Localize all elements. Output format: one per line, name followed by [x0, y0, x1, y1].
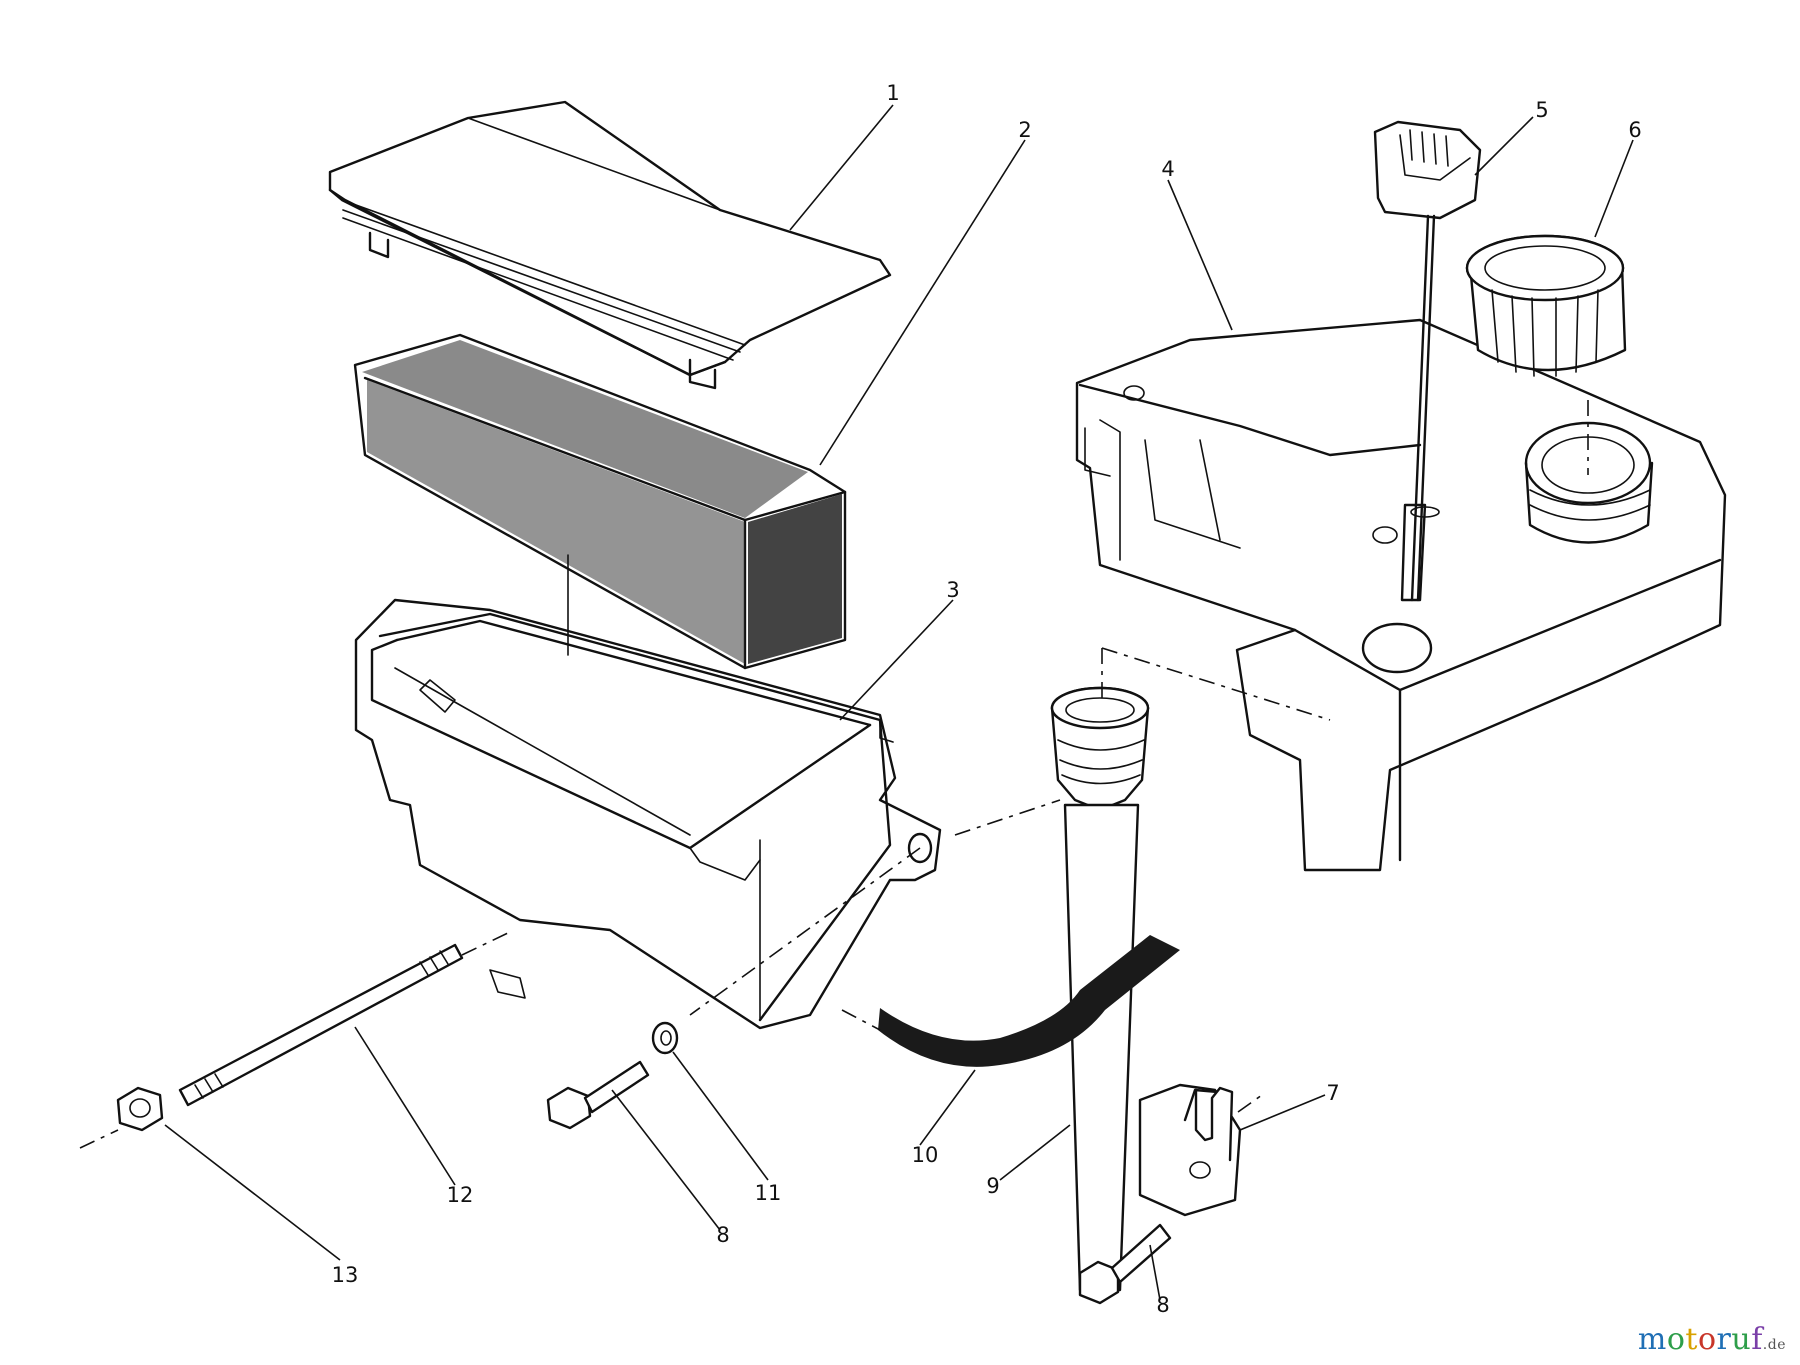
callout-3: 3 — [946, 578, 959, 602]
callout-8-right: 8 — [1156, 1293, 1169, 1317]
callout-13: 13 — [332, 1263, 359, 1287]
fuel-cap — [1465, 234, 1627, 377]
cover-part — [328, 100, 892, 390]
watermark-tld: .de — [1762, 1337, 1786, 1353]
callout-8-left: 8 — [716, 1223, 729, 1247]
fuel-pipe — [1050, 686, 1242, 1292]
callout-5: 5 — [1535, 98, 1548, 122]
callout-9: 9 — [986, 1174, 999, 1198]
callout-6: 6 — [1628, 118, 1641, 142]
clip — [1194, 1086, 1234, 1162]
bolt-right — [1078, 1223, 1172, 1305]
bolt-left — [546, 1060, 650, 1130]
site-watermark: motoruf.de — [1638, 1322, 1786, 1357]
callout-7: 7 — [1326, 1081, 1339, 1105]
watermark-letter: r — [1716, 1322, 1732, 1357]
watermark-letter: o — [1666, 1322, 1686, 1357]
watermark-letter: o — [1697, 1322, 1717, 1357]
callout-labels: 1 2 3 4 5 6 7 8 8 9 10 11 12 13 — [332, 81, 1642, 1317]
watermark-letter: f — [1751, 1322, 1763, 1357]
callout-2: 2 — [1018, 118, 1031, 142]
nut — [116, 1086, 164, 1132]
dipstick — [1373, 120, 1482, 602]
callout-leaders — [164, 104, 1634, 1301]
washer — [651, 1021, 679, 1055]
cleaner-base — [354, 554, 942, 1030]
assembly-lines — [79, 400, 1589, 1149]
watermark-letter: m — [1637, 1322, 1667, 1357]
callout-10: 10 — [912, 1143, 939, 1167]
watermark-letter: u — [1731, 1322, 1752, 1357]
watermark-letter: t — [1685, 1322, 1698, 1357]
filter-element — [353, 333, 847, 670]
callout-4: 4 — [1161, 157, 1174, 181]
hose — [878, 935, 1180, 1067]
callout-11: 11 — [755, 1181, 782, 1205]
callout-12: 12 — [447, 1183, 474, 1207]
callout-1: 1 — [886, 81, 899, 105]
stud — [178, 943, 464, 1107]
